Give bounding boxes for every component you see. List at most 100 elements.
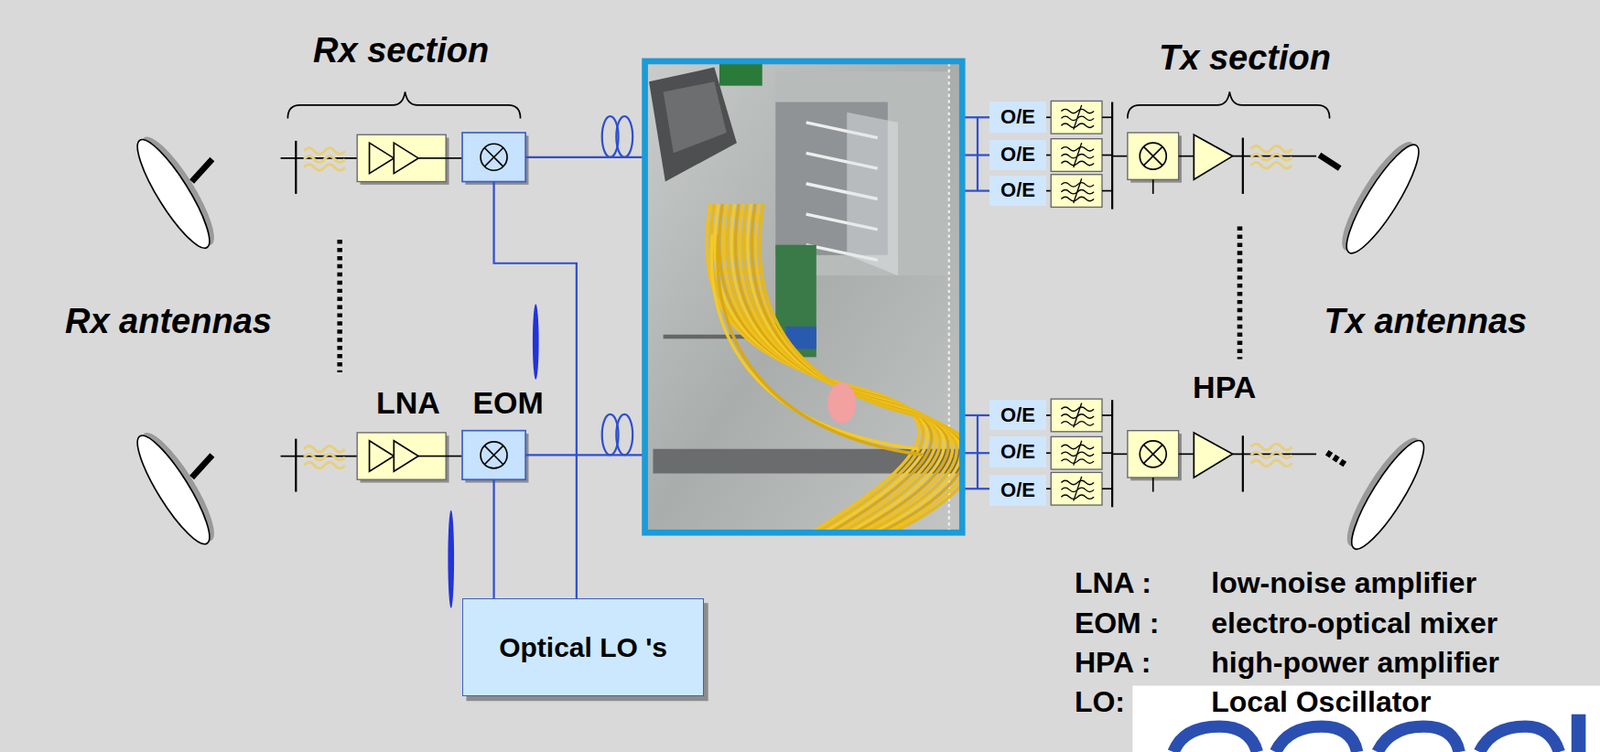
tx-chain [1144, 147, 1163, 166]
tx-chain [1060, 108, 1094, 113]
tx-antenna [1324, 430, 1435, 558]
tx-chain [1112, 155, 1128, 158]
rx-chain [445, 157, 463, 160]
logo-strip [1132, 686, 1600, 752]
tx-antenna [1318, 133, 1429, 261]
logo-strip [1479, 726, 1559, 752]
tx-antenna [1336, 137, 1430, 261]
rx-chain [485, 148, 504, 167]
tx-chain [1127, 132, 1179, 180]
tx-chain [1102, 154, 1113, 157]
tx-antenna [1324, 451, 1345, 465]
tx-chain [1102, 116, 1113, 119]
system-illustration [962, 399, 1317, 508]
hardware-photo [759, 204, 963, 533]
rx-chain [462, 132, 526, 183]
rx-antenna [127, 131, 221, 256]
hardware-photo [645, 61, 974, 537]
rx-chain [303, 156, 346, 163]
hardware-photo [711, 235, 919, 450]
box-text: Optical LO 's [498, 632, 668, 663]
tx-antenna [1330, 133, 1429, 261]
rx-chain [418, 157, 446, 160]
rx-chain [616, 116, 633, 158]
tx-chain [1144, 147, 1163, 166]
hardware-photo [706, 204, 963, 533]
hardware-photo [739, 204, 953, 533]
rx-antenna [127, 424, 226, 552]
rx-antenna [192, 159, 213, 183]
hardware-photo [743, 204, 957, 533]
tx-chain [976, 117, 979, 191]
tx-antenna [1340, 432, 1435, 557]
tx-chain [1193, 134, 1233, 180]
logo-strip [1571, 714, 1587, 752]
tx-chain [1046, 154, 1052, 157]
tx-chain [1139, 142, 1167, 170]
box-text: O/E [1000, 404, 1036, 427]
rx-chain [294, 140, 297, 195]
rx-chain [303, 164, 346, 172]
tx-antenna [1336, 430, 1435, 558]
tx-chain [1050, 100, 1103, 134]
section-title: Rx section [313, 31, 489, 72]
component-label: EOM [472, 385, 543, 422]
tx-chain [962, 153, 990, 156]
rx-antenna [127, 129, 226, 257]
continuation-dots [336, 239, 343, 373]
hardware-photo [645, 61, 963, 533]
section-title: Tx section [1158, 38, 1331, 79]
converter-box: O/E [989, 475, 1046, 506]
component-label: LNA [376, 385, 441, 422]
tx-chain [1050, 100, 1103, 134]
tx-chain [1046, 116, 1052, 119]
tx-chain [962, 100, 1317, 209]
abbreviation-key: HPA : [1074, 646, 1152, 681]
logo-strip [1173, 726, 1257, 752]
hardware-photo [846, 112, 898, 276]
rx-antenna [127, 428, 221, 552]
tx-chain [1242, 138, 1244, 195]
converter-box: O/E [989, 101, 1046, 132]
rx-chain [369, 142, 395, 173]
hardware-photo [735, 204, 949, 533]
rx-chain [393, 142, 419, 173]
hardware-photo [747, 204, 962, 533]
rx-chain [485, 148, 504, 167]
tx-chain [1060, 123, 1094, 128]
lo-feed-line [492, 479, 495, 599]
hardware-photo [719, 63, 763, 87]
tx-chain [1050, 174, 1103, 208]
abbreviation-meaning: high-power amplifier [1210, 646, 1500, 681]
abbreviation-meaning: low-noise amplifier [1210, 566, 1477, 601]
system-illustration [281, 414, 646, 493]
hardware-photo [731, 204, 945, 533]
logo-strip [1132, 686, 1600, 752]
continuation-dots [1237, 227, 1244, 360]
converter-box: O/E [989, 175, 1046, 206]
tx-chain [1073, 105, 1082, 130]
tx-chain [962, 116, 990, 119]
logo-strip [1275, 726, 1357, 752]
rx-chain [303, 148, 346, 155]
abbreviation-key: LNA : [1074, 566, 1152, 601]
hardware-photo [717, 235, 924, 456]
rx-chain [480, 143, 508, 171]
tx-chain [1102, 190, 1113, 193]
hardware-photo [827, 382, 856, 424]
box-text: O/E [1000, 106, 1036, 129]
tx-chain [1251, 162, 1293, 169]
antenna-group-label: Tx antennas [1324, 302, 1528, 343]
tx-antenna [1318, 155, 1340, 169]
rx-chain [281, 116, 646, 195]
box-text: O/E [1000, 143, 1036, 166]
box-text: O/E [1000, 179, 1036, 202]
abbreviation-key: LO: [1074, 685, 1125, 720]
tx-chain [1046, 190, 1052, 193]
tx-chain [1046, 117, 1052, 191]
converter-box: O/E [989, 400, 1046, 431]
hardware-photo [645, 61, 963, 533]
box-text: O/E [1000, 441, 1036, 464]
tx-chain [1152, 179, 1155, 195]
